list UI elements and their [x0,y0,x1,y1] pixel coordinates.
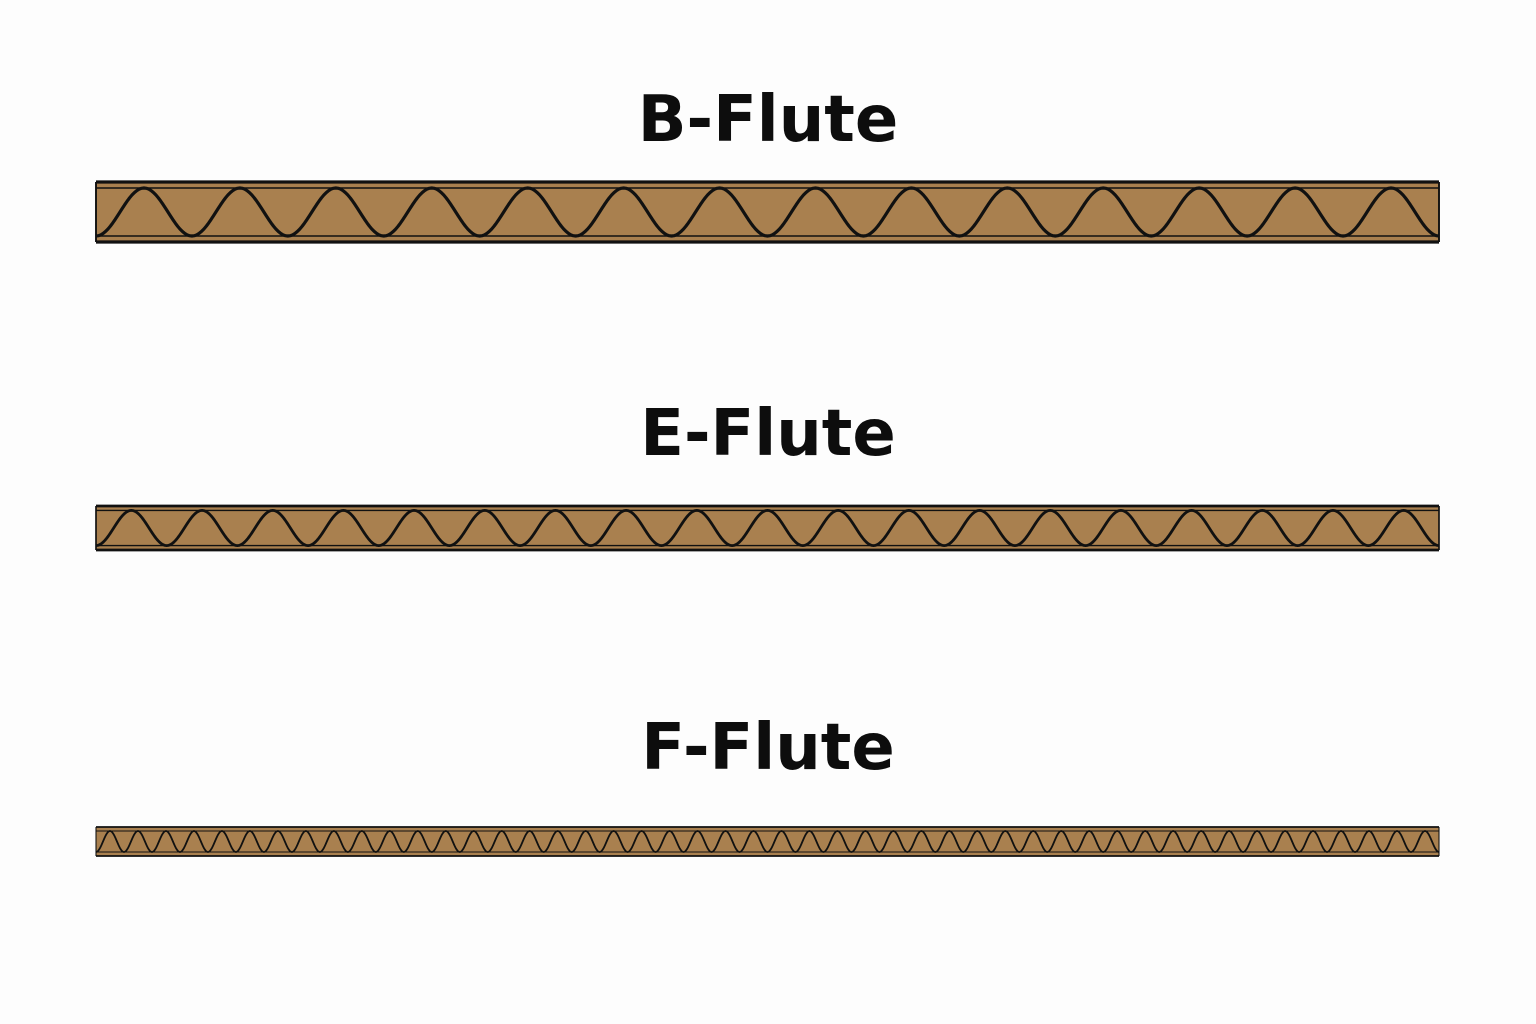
e-flute-board-body [96,506,1439,550]
e-flute-title: E-Flute [640,397,896,471]
f-flute-fluting-wave [95,830,1440,853]
b-flute-title: B-Flute [637,83,899,157]
f-flute-title: F-Flute [641,711,895,785]
e-flute-board [95,504,1440,552]
b-flute-fluting-wave [95,186,1440,238]
b-flute-board-body [96,182,1439,242]
b-flute-board [95,180,1440,244]
f-flute-board [95,826,1440,857]
e-flute-fluting-wave [95,509,1440,547]
